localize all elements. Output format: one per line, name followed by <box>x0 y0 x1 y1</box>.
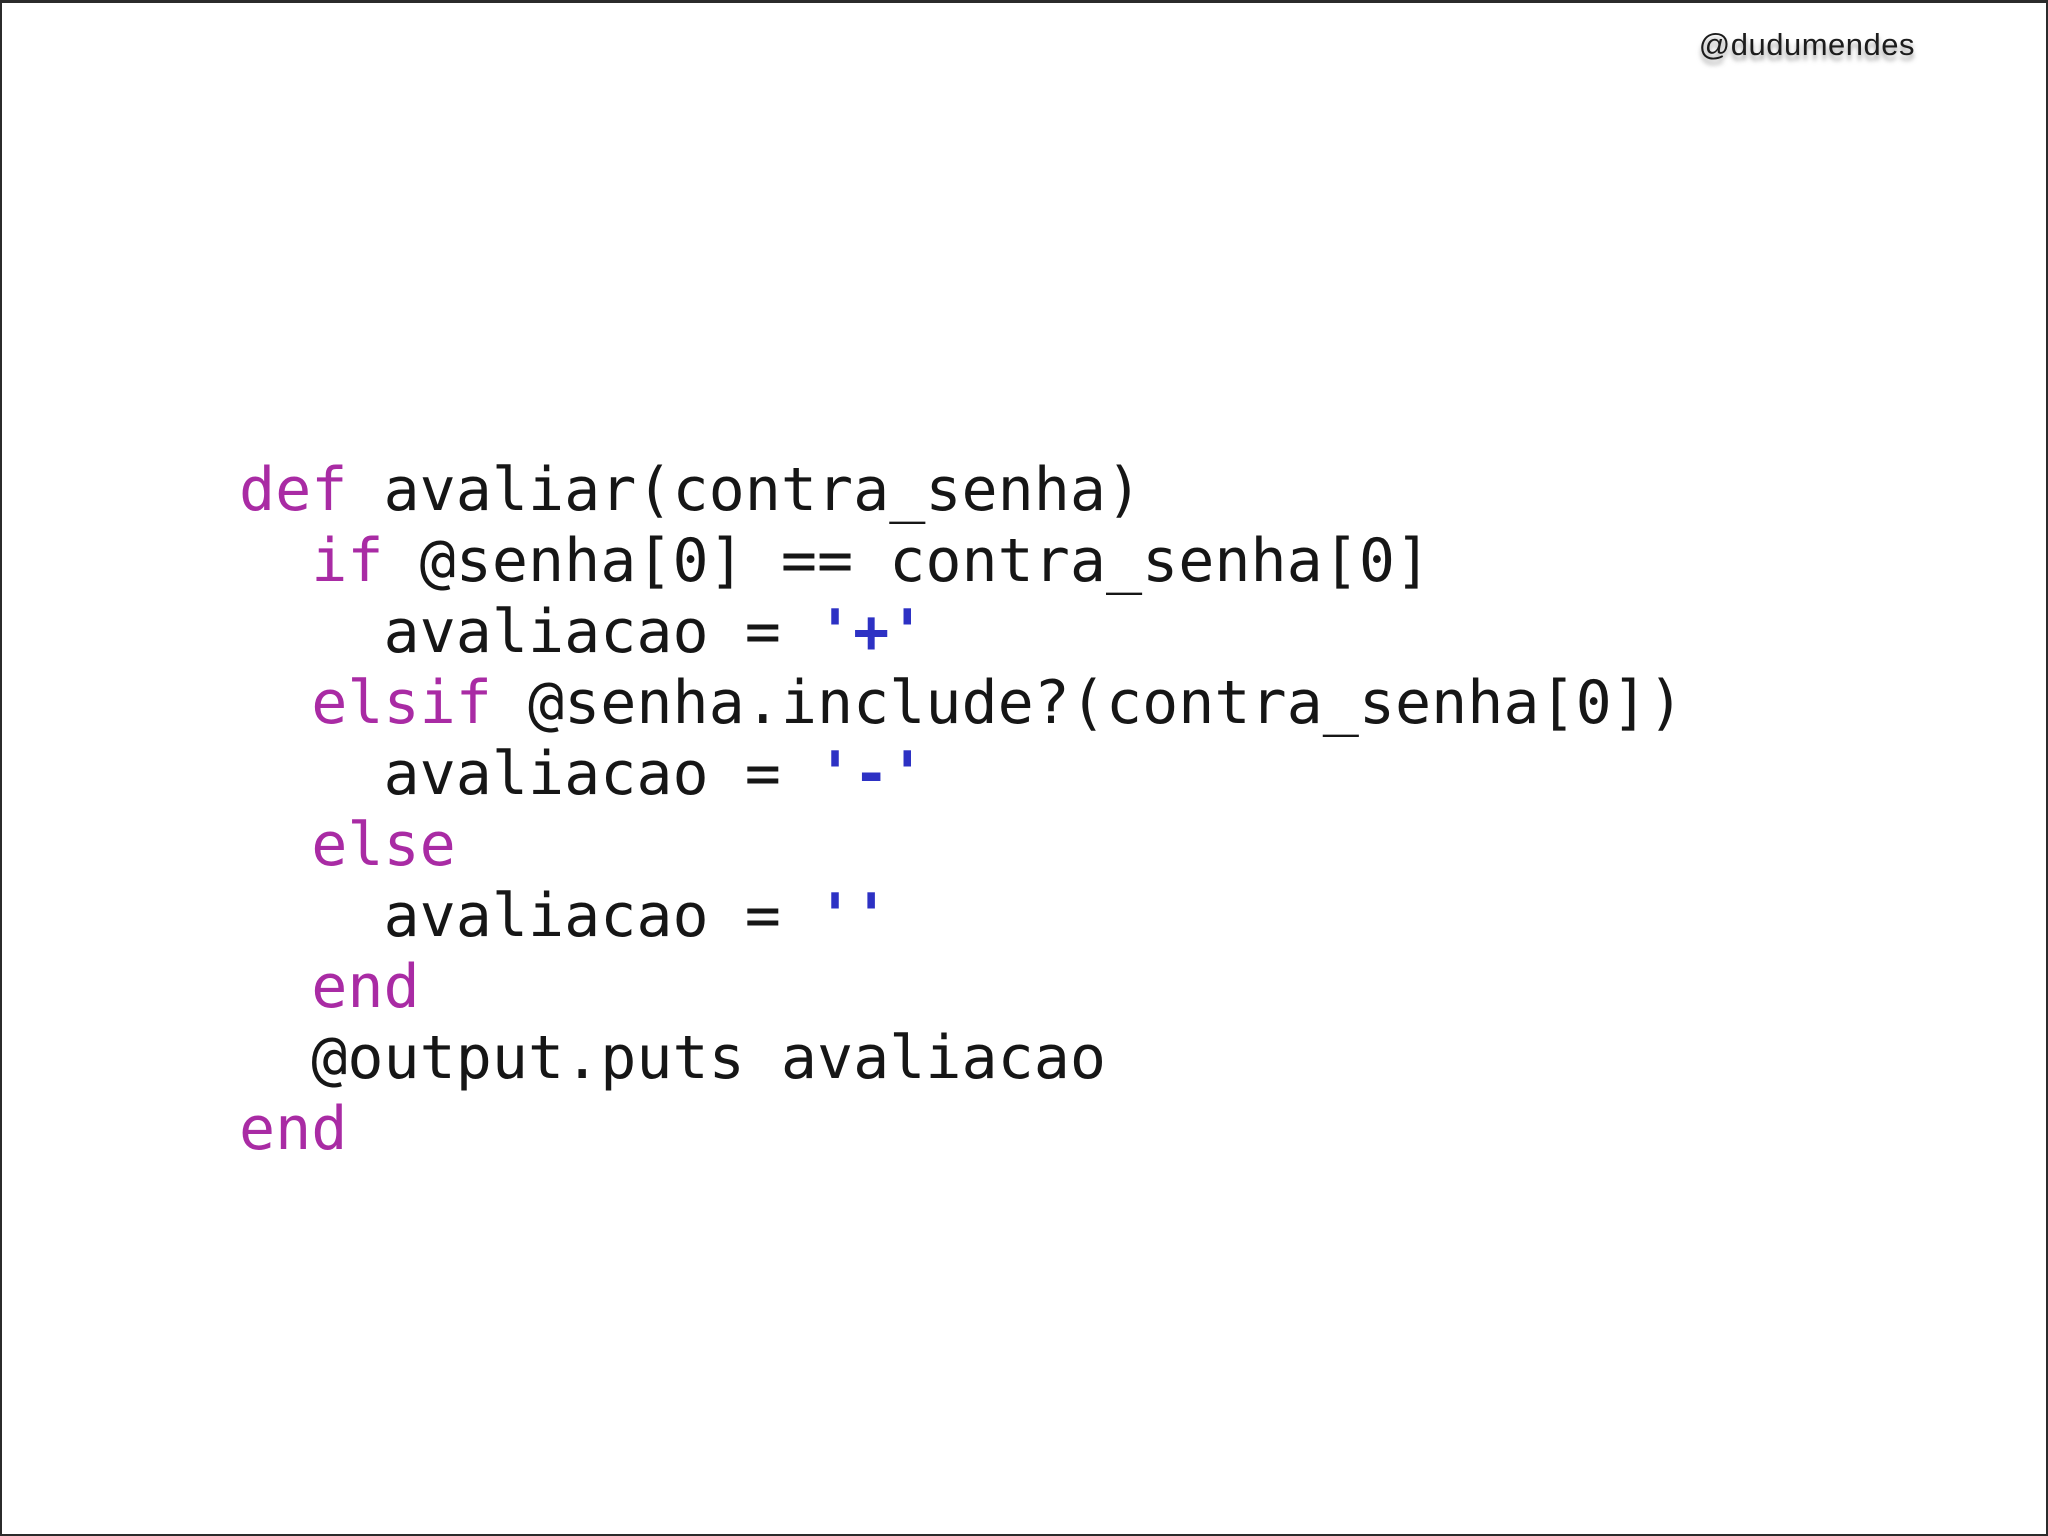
code-line: end <box>239 1094 1684 1165</box>
code-token-plain <box>239 668 311 738</box>
code-line: avaliacao = '-' <box>239 739 1684 810</box>
code-line: else <box>239 810 1684 881</box>
code-token-plain: @senha.include?(contra_senha[0]) <box>491 668 1684 738</box>
code-token-keyword: elsif <box>311 668 492 738</box>
code-block: def avaliar(contra_senha) if @senha[0] =… <box>239 455 1684 1165</box>
code-token-plain: @output.puts avaliacao <box>239 1023 1106 1093</box>
code-line: avaliacao = '+' <box>239 597 1684 668</box>
code-line: avaliacao = '' <box>239 881 1684 952</box>
code-line: def avaliar(contra_senha) <box>239 455 1684 526</box>
code-line: if @senha[0] == contra_senha[0] <box>239 526 1684 597</box>
code-token-keyword: if <box>311 526 384 596</box>
code-token-plain <box>239 526 311 596</box>
code-token-string: '-' <box>816 739 926 809</box>
code-token-keyword: end <box>311 952 420 1022</box>
code-token-keyword: end <box>239 1094 348 1164</box>
code-token-keyword: def <box>239 455 348 525</box>
code-line: end <box>239 952 1684 1023</box>
watermark: @dudumendes <box>1698 27 1915 62</box>
code-token-plain: avaliacao = <box>239 739 817 809</box>
code-token-plain: @senha[0] == contra_senha[0] <box>383 526 1432 596</box>
code-token-plain: avaliar(contra_senha) <box>347 455 1143 525</box>
code-line: @output.puts avaliacao <box>239 1023 1684 1094</box>
code-token-plain: avaliacao = <box>239 881 817 951</box>
code-token-string: '+' <box>816 597 926 667</box>
code-token-keyword: else <box>311 810 456 880</box>
code-token-plain <box>239 810 311 880</box>
code-token-plain <box>239 952 311 1022</box>
code-token-plain: avaliacao = <box>239 597 817 667</box>
code-line: elsif @senha.include?(contra_senha[0]) <box>239 668 1684 739</box>
code-token-string: '' <box>816 881 890 951</box>
